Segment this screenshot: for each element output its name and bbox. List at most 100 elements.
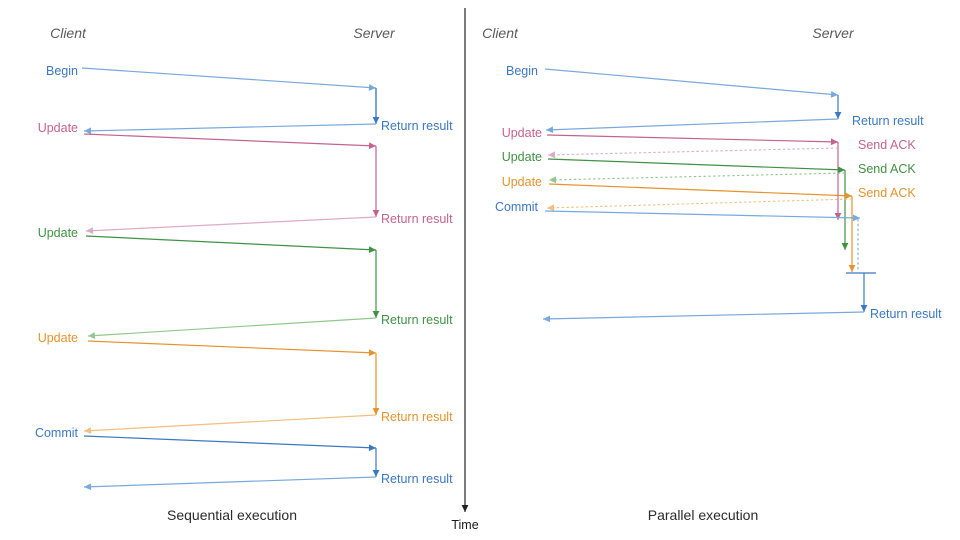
sequential-arrowhead-2 (372, 117, 380, 124)
parallel-segment-12 (544, 210, 861, 219)
parallel-arrowhead-7 (841, 243, 849, 250)
sequential-stroke-14 (372, 448, 380, 477)
parallel-arrowhead-8 (549, 176, 557, 184)
parallel-message-label-4: Update (501, 149, 542, 164)
parallel-arrowhead-11 (547, 204, 555, 212)
parallel-stroke-15 (860, 273, 868, 312)
sequential-arrowhead-14 (372, 470, 380, 477)
sequential-arrowhead-10 (368, 349, 376, 357)
sequential-stroke-15 (83, 476, 377, 491)
sequential-arrowhead-0 (368, 84, 376, 91)
parallel-segment-2 (545, 118, 839, 131)
sequential-stroke-0 (81, 67, 377, 91)
sequential-stroke-7 (85, 235, 377, 254)
parallel-segment-0 (544, 68, 839, 96)
parallel-segment-8 (548, 172, 846, 181)
sequential-message-label-0: Begin (46, 63, 78, 78)
parallel-arrowhead-9 (844, 192, 852, 200)
parallel-arrowhead-16 (543, 315, 551, 323)
time-axis (461, 8, 469, 512)
parallel-message-label-6: Update (501, 174, 542, 189)
parallel-segment-16 (542, 311, 865, 320)
parallel-segment-3 (546, 134, 839, 143)
parallel-arrowhead-4 (834, 213, 842, 220)
parallel-message-label-5: Send ACK (858, 161, 916, 176)
sequential-arrowhead-12 (84, 427, 92, 435)
sequential-message-label-3: Return result (381, 211, 453, 226)
parallel-stroke-3 (546, 134, 839, 146)
sequential-message-label-9: Return result (381, 471, 453, 486)
parallel-arrowhead-3 (830, 138, 838, 146)
sequential-stroke-3 (83, 123, 377, 135)
parallel-message-label-2: Update (501, 125, 542, 140)
sequential-arrowhead-13 (368, 444, 376, 452)
sequential-arrowhead-11 (372, 408, 380, 415)
parallel-client-header: Client (482, 25, 518, 41)
sequential-segment-9 (87, 317, 377, 337)
parallel-stroke-8 (548, 172, 846, 184)
parallel-stroke-12 (544, 210, 861, 222)
parallel-arrowhead-0 (830, 90, 838, 98)
parallel-segment-6 (547, 158, 846, 171)
parallel-stroke-10 (848, 196, 856, 272)
sequential-arrowhead-5 (372, 210, 380, 217)
sequential-stroke-13 (83, 435, 377, 452)
sequential-arrowhead-7 (368, 246, 376, 254)
sequential-message-label-5: Return result (381, 312, 453, 327)
sequential-stroke-4 (83, 133, 377, 150)
sequential-stroke-12 (83, 414, 377, 435)
sequential-segment-10 (87, 340, 377, 354)
time-axis-label: Time (451, 518, 479, 532)
sequential-message-label-6: Update (37, 330, 78, 345)
parallel-segment-5 (547, 147, 839, 156)
sequential-arrowhead-8 (372, 311, 380, 318)
sequential-stroke-6 (85, 216, 377, 235)
parallel-arrowhead-2 (546, 126, 554, 134)
sequential-arrowhead-6 (86, 227, 94, 235)
sequential-arrowhead-3 (84, 127, 92, 135)
parallel-caption: Parallel execution (647, 507, 759, 523)
parallel-server-header: Server (812, 25, 854, 41)
sequential-segment-3 (83, 123, 377, 132)
sequential-stroke-2 (372, 88, 380, 124)
parallel-stroke-0 (544, 68, 839, 98)
sequential-segment-6 (85, 216, 377, 232)
sequential-segment-4 (83, 133, 377, 147)
sequential-segment-7 (85, 235, 377, 251)
sequential-message-label-1: Return result (381, 118, 453, 133)
sequential-stroke-11 (372, 353, 380, 415)
sequential-client-header: Client (50, 25, 86, 41)
sequential-segment-0 (81, 67, 377, 89)
parallel-arrowhead-5 (548, 151, 556, 159)
sequential-stroke-8 (372, 250, 380, 318)
parallel-message-label-1: Return result (852, 113, 924, 128)
parallel-message-label-9: Return result (870, 306, 942, 321)
sequential-segment-15 (83, 476, 377, 488)
parallel-arrowhead-15 (860, 305, 868, 312)
sequential-message-label-8: Commit (34, 425, 78, 440)
sequential-arrowhead-4 (368, 142, 376, 150)
parallel-message-label-3: Send ACK (858, 137, 916, 152)
sequential-message-label-2: Update (37, 120, 78, 135)
parallel-stroke-4 (834, 142, 842, 220)
sequential-segment-13 (83, 435, 377, 449)
sequential-message-label-7: Return result (381, 409, 453, 424)
parallel-segment-11 (546, 198, 853, 209)
sequential-stroke-5 (372, 146, 380, 217)
parallel-arrowhead-10 (848, 265, 856, 272)
sequential-stroke-9 (87, 317, 377, 339)
sequential-arrowhead-9 (88, 332, 96, 339)
parallel-message-label-7: Send ACK (858, 185, 916, 200)
sequential-arrowhead-15 (84, 483, 92, 491)
parallel-message-label-8: Commit (494, 199, 538, 214)
sequential-stroke-10 (87, 340, 377, 357)
sequential-segment-12 (83, 414, 377, 432)
parallel-arrowhead-12 (852, 214, 860, 222)
parallel-stroke-11 (546, 198, 853, 212)
parallel-message-label-0: Begin (506, 63, 538, 78)
sequential-caption: Sequential execution (167, 507, 297, 523)
parallel-arrowhead-1 (834, 112, 842, 119)
sequential-message-label-4: Update (37, 225, 78, 240)
parallel-stroke-5 (547, 147, 839, 159)
